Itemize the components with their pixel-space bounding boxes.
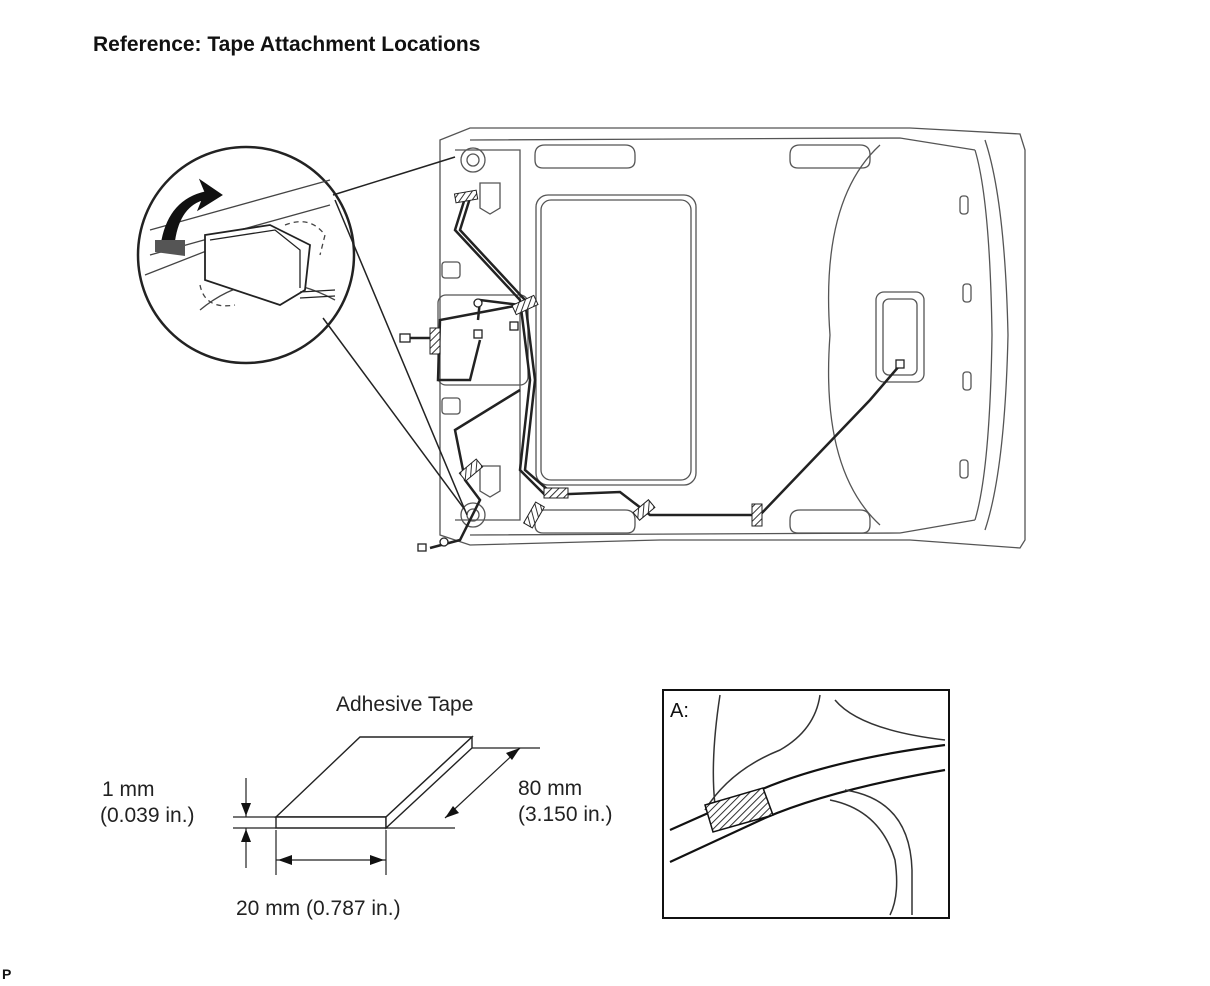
thickness-in-label: (0.039 in.) xyxy=(100,804,195,827)
tape-markers xyxy=(429,189,763,529)
thickness-mm-label: 1 mm xyxy=(102,778,155,801)
tape-end-icon xyxy=(155,240,185,256)
headliner-outline xyxy=(437,127,1026,549)
rotate-arrow-icon xyxy=(161,178,223,246)
connectors xyxy=(399,298,905,552)
footer-code: P xyxy=(2,966,12,982)
tape-drawing xyxy=(274,735,474,830)
length-in-label: (3.150 in.) xyxy=(518,803,613,826)
tape-heading: Adhesive Tape xyxy=(336,693,474,716)
detail-callout xyxy=(136,145,468,516)
width-label: 20 mm (0.787 in.) xyxy=(236,897,401,920)
inset-tape xyxy=(704,787,774,833)
wire-harness xyxy=(405,197,901,550)
dimension-arrows xyxy=(241,748,520,865)
page-title: Reference: Tape Attachment Locations xyxy=(93,33,481,56)
inset-label: A: xyxy=(670,700,689,722)
length-mm-label: 80 mm xyxy=(518,777,583,800)
